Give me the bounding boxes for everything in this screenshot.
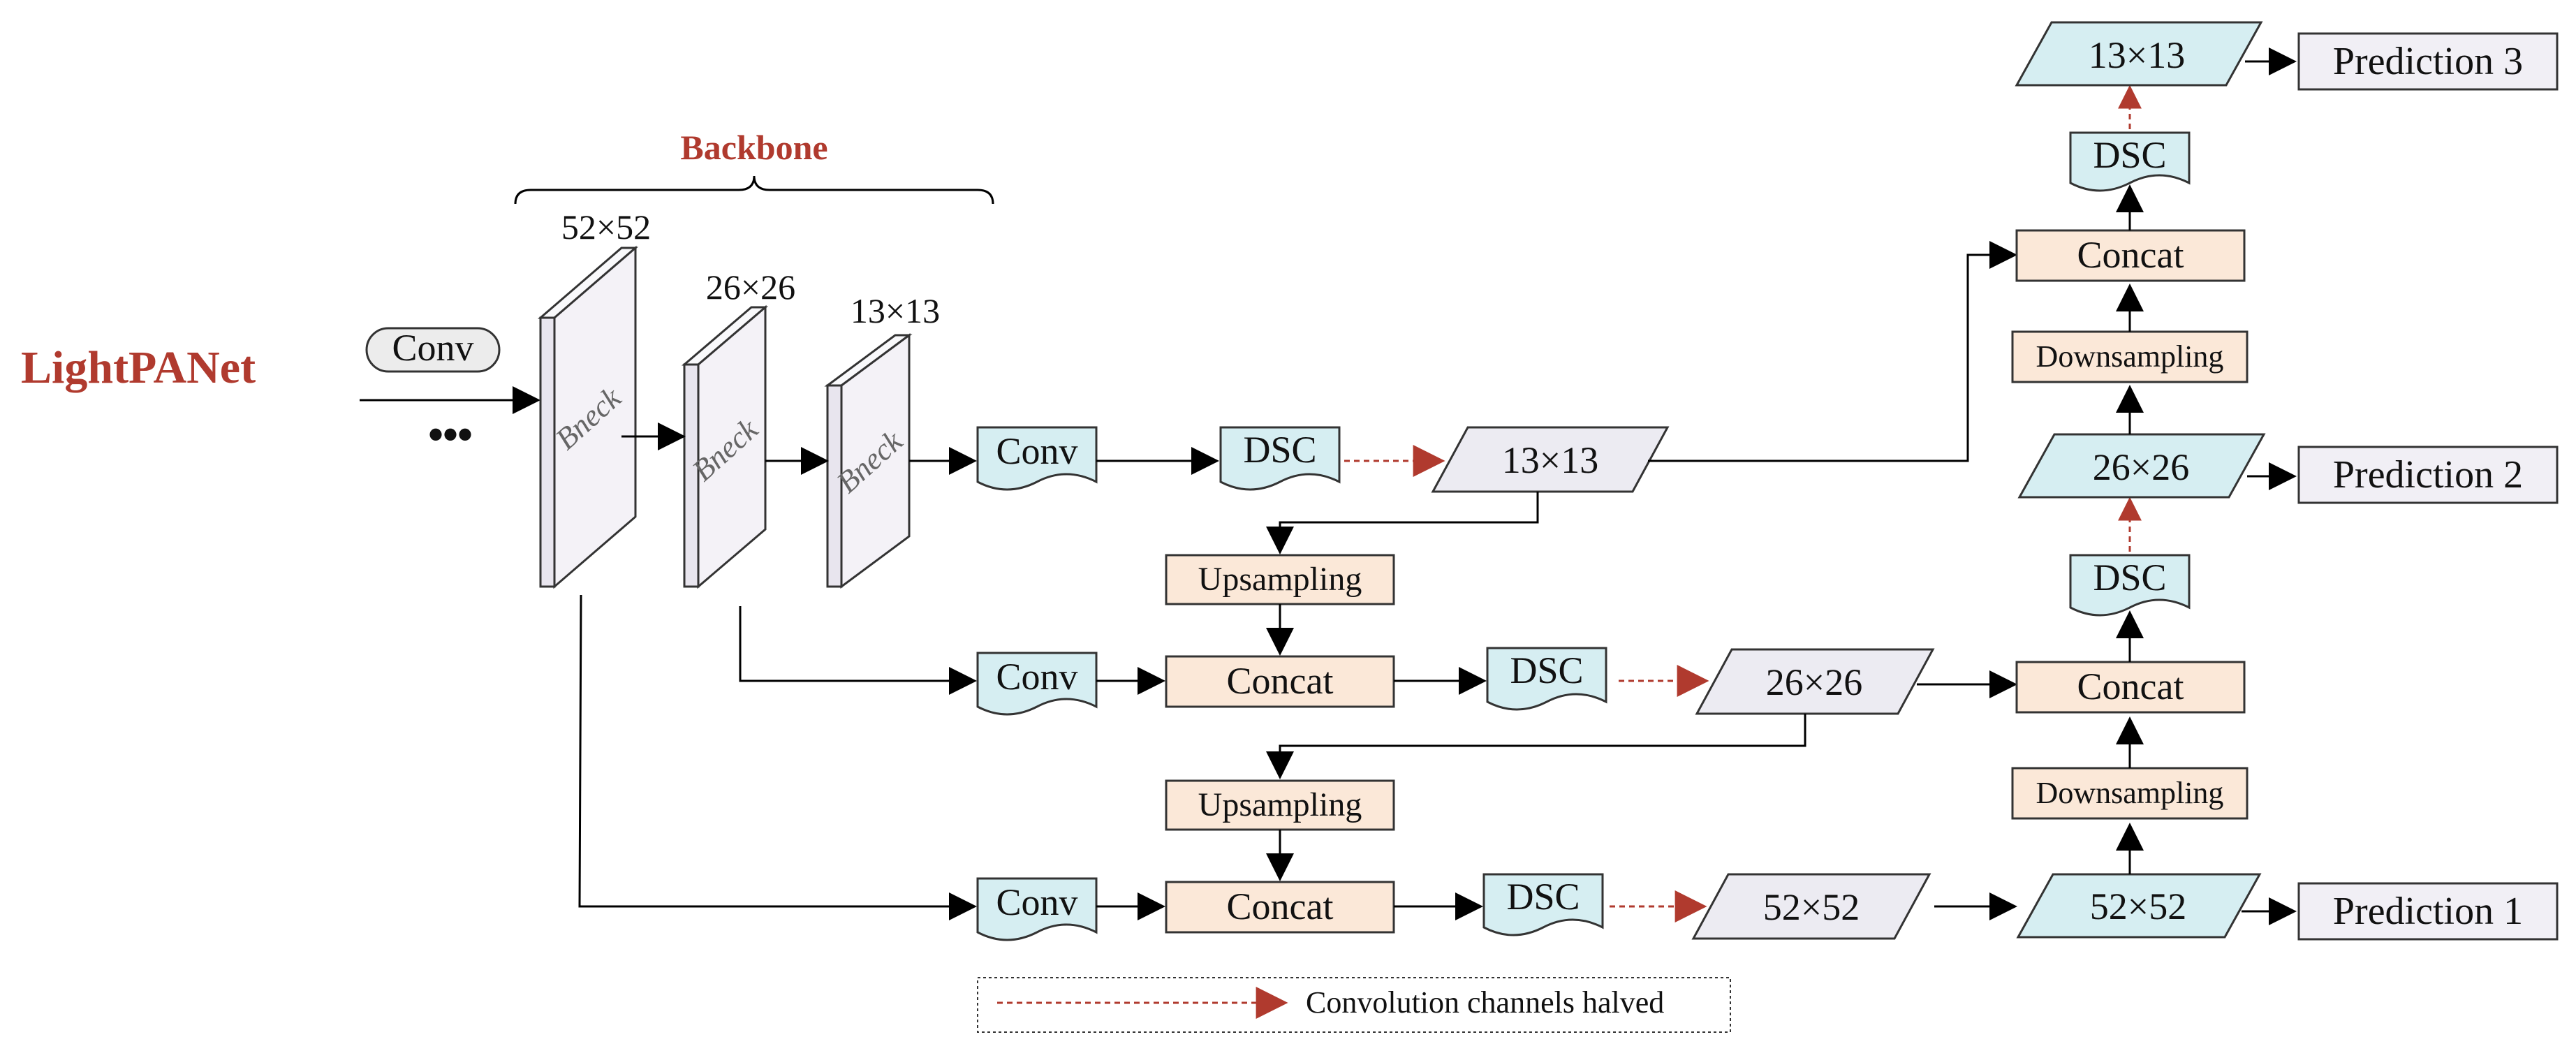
bneck-block-1: Bneck	[537, 245, 639, 589]
row2-feature-label: 26×26	[1766, 661, 1862, 703]
prediction-2: Prediction 2	[2297, 446, 2559, 504]
arrow-row1-feature-to-upsampling	[1266, 492, 1539, 554]
prediction-3: Prediction 3	[2297, 32, 2559, 91]
right-downsampling-2-label: Downsampling	[2036, 339, 2224, 374]
right-feature-52-label: 52×52	[2090, 885, 2186, 927]
arrow-row2-feature-to-upsampling	[1266, 714, 1806, 779]
row3-dsc: DSC	[1482, 873, 1604, 936]
row2-conv: Conv	[976, 652, 1098, 716]
row2-conv-label: Conv	[996, 656, 1077, 698]
row3-conv: Conv	[976, 877, 1098, 941]
right-feature-52: 52×52	[2016, 873, 2262, 939]
input-conv-label: Conv	[392, 327, 473, 369]
input-ellipsis: •••	[428, 411, 472, 457]
row2-upsampling-label: Upsampling	[1198, 786, 1362, 823]
row2-concat-label: Concat	[1227, 660, 1334, 702]
row2-dsc: DSC	[1486, 647, 1607, 711]
row1-dsc: DSC	[1219, 426, 1341, 491]
right-dsc-1: DSC	[2069, 554, 2191, 617]
legend-text: Convolution channels halved	[1306, 985, 1664, 1020]
right-downsampling-2: Downsampling	[2011, 330, 2249, 383]
right-downsampling-1: Downsampling	[2011, 767, 2249, 820]
row2-feature: 26×26	[1695, 648, 1935, 715]
bneck-block-2: Bneck	[681, 304, 769, 589]
legend: Convolution channels halved	[977, 977, 1731, 1033]
row2-upsampling: Upsampling	[1165, 779, 1395, 831]
arrow-row1-feature-to-concat2	[1648, 241, 2017, 462]
row3-dsc-label: DSC	[1506, 876, 1580, 918]
right-feature-13-label: 13×13	[2089, 34, 2185, 76]
right-dsc-2: DSC	[2069, 131, 2191, 192]
row3-concat: Concat	[1165, 881, 1395, 934]
input-conv: Conv	[365, 327, 501, 373]
row1-conv-label: Conv	[996, 430, 1077, 472]
right-concat-1: Concat	[2015, 661, 2246, 714]
prediction-3-label: Prediction 3	[2333, 40, 2523, 83]
diagram-title: LightPANet	[21, 342, 256, 393]
row1-feature-label: 13×13	[1502, 439, 1598, 481]
row1-dsc-label: DSC	[1243, 429, 1316, 471]
right-concat-2-label: Concat	[2077, 234, 2184, 276]
row1-feature: 13×13	[1431, 426, 1670, 493]
prediction-1-label: Prediction 1	[2333, 890, 2523, 933]
right-concat-2: Concat	[2015, 229, 2246, 282]
arrow-bneck2-to-row2-conv	[739, 606, 977, 695]
row1-upsampling-label: Upsampling	[1198, 561, 1362, 598]
row2-dsc-label: DSC	[1510, 649, 1583, 691]
right-concat-1-label: Concat	[2077, 666, 2184, 707]
backbone-brace	[514, 175, 994, 205]
right-feature-13: 13×13	[2015, 21, 2263, 87]
prediction-1: Prediction 1	[2297, 882, 2559, 941]
arrow-bneck1-to-row3-conv	[578, 594, 977, 920]
row1-conv: Conv	[976, 426, 1098, 491]
bneck-dim-1: 52×52	[561, 207, 651, 247]
row2-concat: Concat	[1165, 655, 1395, 708]
row3-conv-label: Conv	[996, 881, 1077, 923]
prediction-2-label: Prediction 2	[2333, 453, 2523, 497]
bneck-dim-3: 13×13	[851, 291, 940, 330]
right-feature-26: 26×26	[2017, 433, 2266, 499]
right-feature-26-label: 26×26	[2093, 446, 2189, 488]
bneck-block-3: Bneck	[824, 333, 913, 589]
legend-box	[977, 977, 1731, 1033]
row3-concat-label: Concat	[1227, 885, 1334, 927]
backbone-label: Backbone	[680, 128, 827, 167]
row1-upsampling: Upsampling	[1165, 554, 1395, 605]
row3-feature: 52×52	[1691, 873, 1931, 940]
right-downsampling-1-label: Downsampling	[2036, 776, 2224, 810]
row3-feature-label: 52×52	[1763, 886, 1860, 928]
bneck-dim-2: 26×26	[706, 267, 795, 307]
right-dsc-1-label: DSC	[2093, 557, 2166, 598]
right-dsc-2-label: DSC	[2093, 134, 2166, 176]
input-conv-pill	[365, 327, 501, 373]
